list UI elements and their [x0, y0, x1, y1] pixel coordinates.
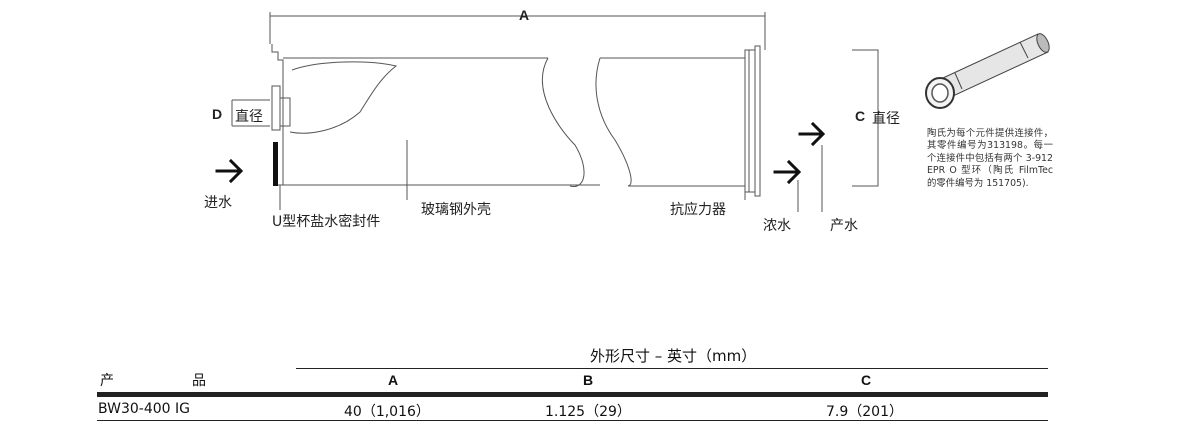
concentrate-arrow-icon: [773, 159, 802, 185]
dimension-c-label: C: [855, 108, 866, 124]
atd-flange: [754, 45, 761, 197]
permeate-tube-end: [271, 85, 281, 131]
dimensions-table: 外形尺寸 – 英寸（mm） 产 品 A B C BW30-400 IG 40（1…: [0, 338, 1190, 423]
row-value-a: 40（1,016）: [344, 404, 430, 420]
permeate-label: 产水: [830, 218, 858, 234]
membrane-leaf-curl: [289, 61, 398, 134]
dimension-d-label: D: [212, 106, 223, 122]
column-a-header: A: [388, 372, 399, 388]
diagram-drawing: [215, 12, 1050, 212]
permeate-tube-collar: [280, 97, 291, 127]
product-header-char-2: 品: [192, 373, 206, 389]
dimension-a-label: A: [519, 7, 530, 23]
feed-label: 进水: [204, 195, 232, 211]
dimension-d-suffix: 直径: [235, 109, 263, 125]
dimension-d-bracket: [231, 99, 270, 127]
anti-telescoping-device: [744, 49, 756, 193]
membrane-element-diagram: A D 直径 C 直径 进水 U型杯盐水密封件 玻璃钢外壳 抗应力器 浓水 产水…: [204, 7, 1053, 234]
feed-arrow-icon: [215, 158, 244, 184]
column-c-header: C: [861, 372, 872, 388]
dimension-c-suffix: 直径: [872, 111, 900, 127]
dimensions-group-header: 外形尺寸 – 英寸（mm）: [590, 347, 757, 365]
connector-note: 陶氏为每个元件提供连接件，其零件编号为313198。每一个连接件中包括有两个 3…: [927, 128, 1053, 189]
concentrate-label: 浓水: [763, 218, 791, 234]
row-product: BW30-400 IG: [98, 401, 190, 417]
shell-break-right: [595, 57, 632, 187]
table-bottom-rule: [97, 420, 1048, 421]
connector-illustration: [925, 33, 1050, 109]
header-rule-thick: [97, 392, 1048, 397]
row-value-b: 1.125（29）: [545, 404, 631, 420]
dimension-c-bracket: [852, 49, 879, 187]
column-b-header: B: [583, 372, 594, 388]
product-header-char-1: 产: [100, 373, 114, 389]
u-seal-label: U型杯盐水密封件: [272, 214, 381, 230]
row-value-c: 7.9（201）: [826, 404, 903, 420]
shell-break-left: [542, 57, 585, 187]
shell-label: 玻璃钢外壳: [421, 202, 491, 218]
permeate-arrow-icon: [798, 121, 826, 147]
group-header-rule: [296, 368, 1048, 369]
brine-seal-band: [273, 142, 278, 186]
anti-telescoping-label: 抗应力器: [670, 202, 726, 218]
